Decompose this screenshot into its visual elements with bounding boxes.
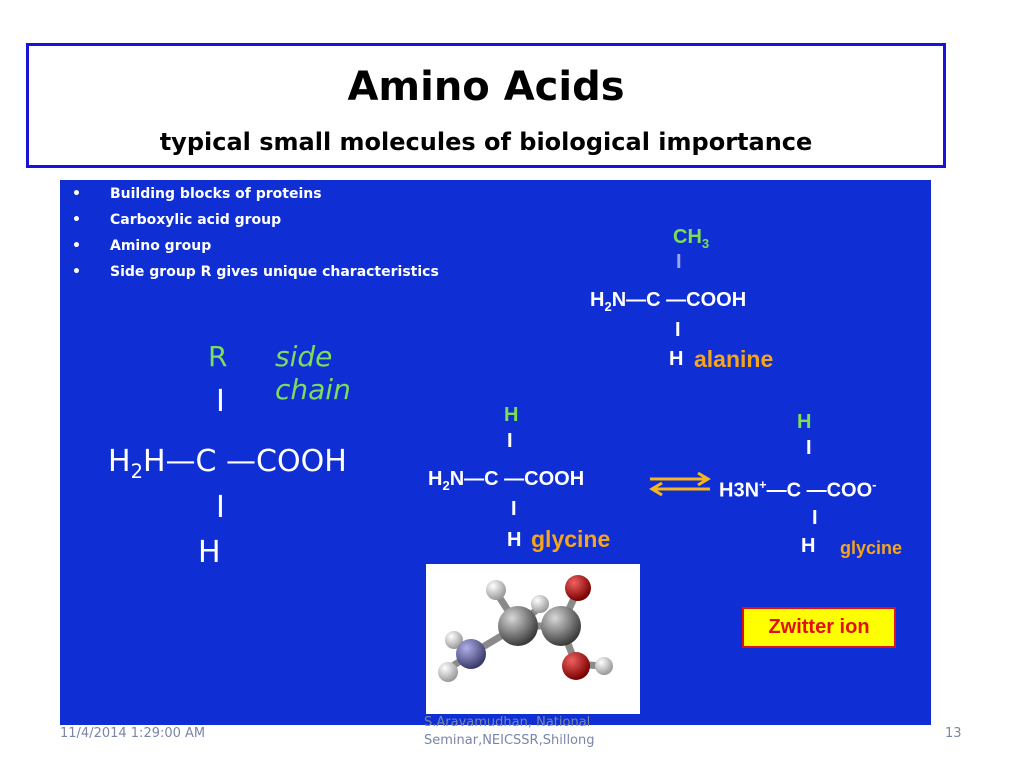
glycine-formula: H2N—C —COOH bbox=[428, 468, 585, 493]
glycine-bond-top: I bbox=[507, 430, 513, 452]
equilibrium-arrow-icon bbox=[649, 471, 711, 496]
general-formula: H2H—C —COOH bbox=[108, 444, 347, 483]
side-chain-label: side chain bbox=[275, 340, 351, 406]
zwitterion-bottom-h: H bbox=[801, 535, 816, 557]
footer-page-number: 13 bbox=[945, 726, 962, 741]
bullet-list: •Building blocks of proteins •Carboxylic… bbox=[70, 185, 439, 289]
footer-date: 11/4/2014 1:29:00 AM bbox=[60, 726, 206, 741]
bullet-item: •Building blocks of proteins bbox=[72, 186, 322, 202]
glycine-3d-model-image bbox=[426, 564, 640, 714]
bullet-dot-icon: • bbox=[72, 212, 81, 228]
alanine-bond-top: I bbox=[676, 251, 682, 273]
general-bottom-h: H bbox=[198, 535, 221, 570]
title-box: Amino Acids typical small molecules of b… bbox=[26, 43, 946, 168]
zwitterion-top-h: H bbox=[797, 411, 812, 433]
glycine-top-h: H bbox=[504, 404, 519, 426]
bond-bottom: I bbox=[216, 490, 225, 525]
alanine-bond-bottom: I bbox=[675, 319, 681, 341]
bullet-item: •Amino group bbox=[72, 238, 212, 254]
footer-author: S.Aravamudhan, National Seminar,NEICSSR,… bbox=[424, 715, 595, 748]
r-group-label: R bbox=[208, 340, 228, 373]
bullet-item: •Carboxylic acid group bbox=[72, 212, 282, 228]
molecule-model-icon bbox=[438, 575, 613, 682]
bullet-item: •Side group R gives unique characteristi… bbox=[72, 264, 439, 280]
zwitterion-formula: H3N+—C —COO- bbox=[719, 477, 877, 502]
bullet-dot-icon: • bbox=[72, 186, 81, 202]
zwitterion-bond-top: I bbox=[806, 437, 812, 459]
bullet-dot-icon: • bbox=[72, 264, 81, 280]
zwitterion-name: glycine bbox=[840, 538, 903, 558]
glycine-bond-bottom: I bbox=[511, 498, 517, 520]
zwitterion-bond-bottom: I bbox=[812, 507, 818, 529]
alanine-bottom-h: H bbox=[669, 348, 684, 370]
bullet-dot-icon: • bbox=[72, 238, 81, 254]
bond-top: I bbox=[216, 384, 225, 419]
glycine-name: glycine bbox=[531, 526, 611, 552]
alanine-name: alanine bbox=[694, 346, 774, 372]
slide-title: Amino Acids bbox=[347, 64, 625, 110]
zwitter-ion-label: Zwitter ion bbox=[742, 607, 896, 648]
alanine-ch3: CH3 bbox=[673, 226, 710, 251]
slide-subtitle: typical small molecules of biological im… bbox=[159, 128, 813, 156]
glycine-bottom-h: H bbox=[507, 529, 522, 551]
alanine-formula: H2N—C —COOH bbox=[590, 289, 747, 314]
